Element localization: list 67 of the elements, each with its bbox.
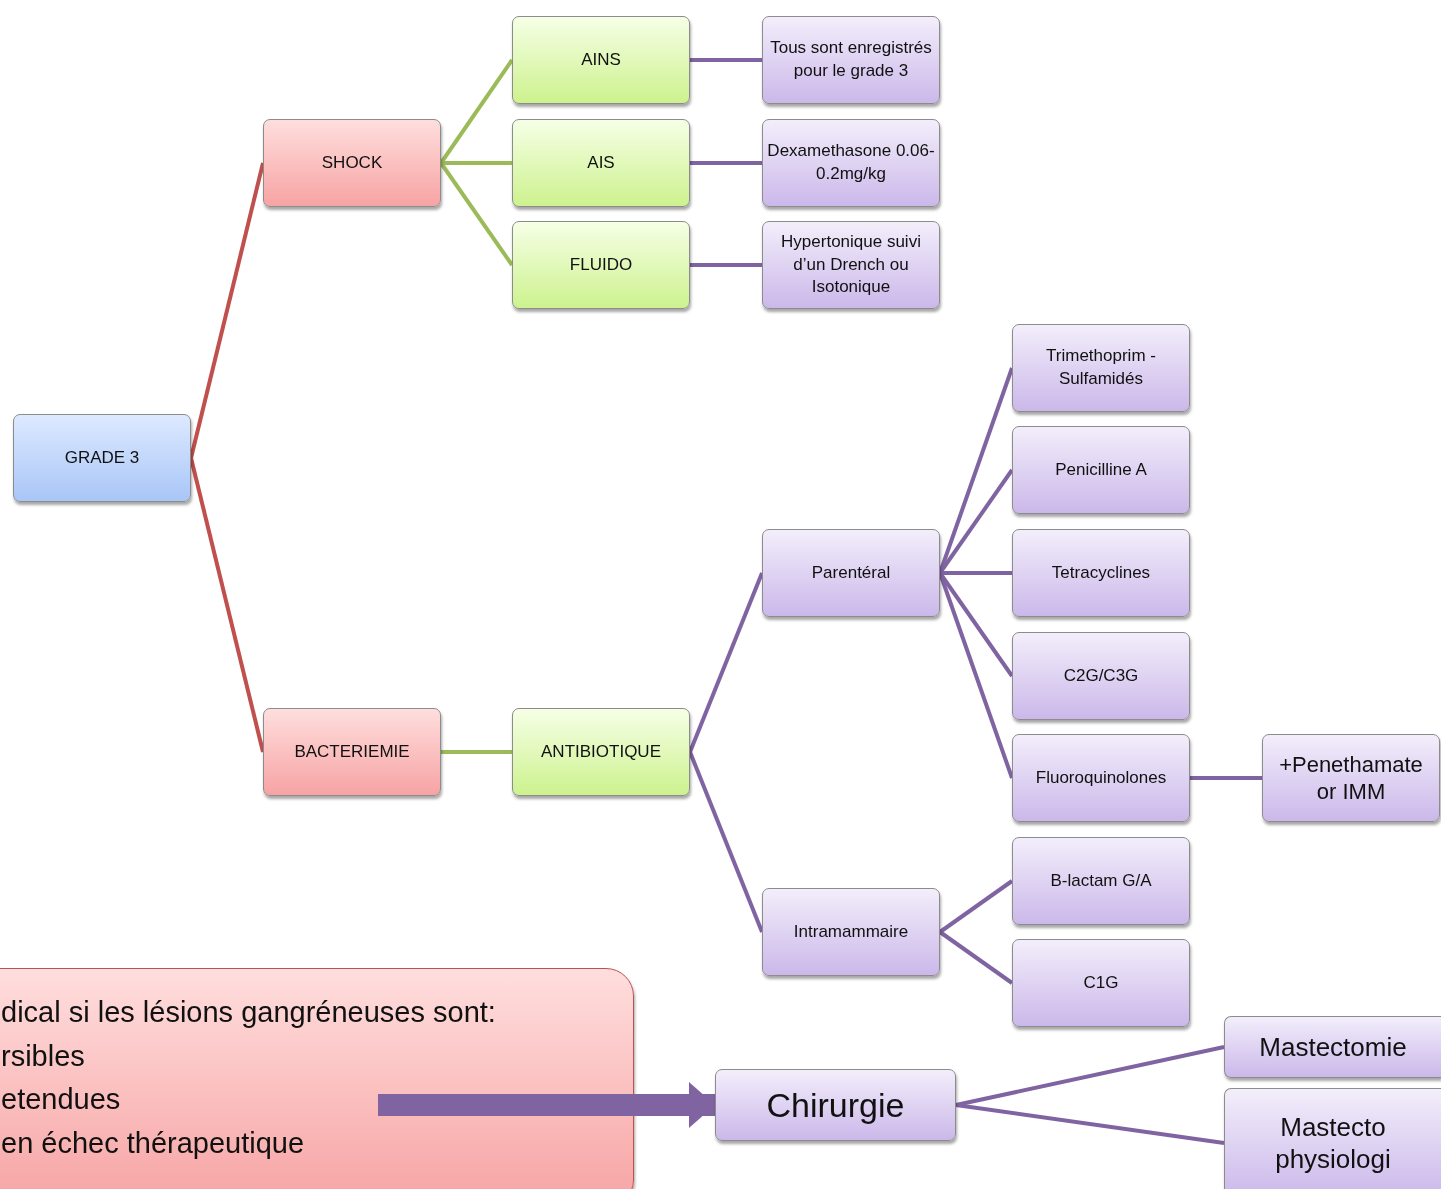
- process-box: [762, 888, 940, 976]
- process-box: [1012, 632, 1190, 720]
- node-label: Parentéral: [811, 561, 891, 584]
- connector-line: [189, 457, 265, 753]
- note-box: [0, 968, 634, 1189]
- node-label: BACTERIEMIE: [294, 740, 410, 763]
- connector-line: [1190, 776, 1262, 780]
- process-box: [263, 708, 441, 796]
- process-box: [512, 221, 690, 309]
- process-box: [512, 708, 690, 796]
- connector-line: [938, 930, 1014, 985]
- node-label: Mastectomie: [1259, 1030, 1407, 1064]
- node-label: Penicilline A: [1055, 458, 1147, 481]
- process-box: [1012, 734, 1190, 822]
- node-label: AINS: [581, 48, 621, 71]
- process-box: [263, 119, 441, 207]
- node-label: GRADE 3: [64, 446, 140, 469]
- connector-line: [955, 1045, 1225, 1107]
- connector-line: [690, 263, 762, 267]
- process-box: [762, 221, 940, 309]
- connector-line: [189, 162, 265, 459]
- connector-line: [441, 161, 512, 165]
- node-label: C2G/C3G: [1063, 664, 1139, 687]
- connector-line: [940, 571, 1012, 575]
- note-text: rsibles: [1, 1038, 85, 1074]
- node-label: Intramammaire: [793, 920, 909, 943]
- connector-line: [955, 1103, 1225, 1145]
- process-box: [1262, 734, 1440, 822]
- process-box: [1012, 324, 1190, 412]
- node-label: Mastecto physiologi: [1274, 1110, 1392, 1176]
- connector-line: [690, 161, 762, 165]
- arrow: [378, 1082, 715, 1128]
- node-label: FLUIDO: [569, 253, 633, 276]
- process-box: [762, 119, 940, 207]
- node-label: AIS: [587, 151, 615, 174]
- process-box: [1012, 837, 1190, 925]
- node-label: Trimethoprim - Sulfamidés: [1045, 345, 1157, 390]
- node-label: Hypertonique suivi d’un Drench ou Isotonique: [780, 230, 922, 299]
- node-label: Tous sont enregistrés pour le grade 3: [769, 37, 933, 82]
- connector-line: [441, 750, 512, 754]
- node-label: Fluoroquinolones: [1035, 766, 1167, 789]
- node-label: Chirurgie: [766, 1084, 905, 1126]
- note-text: dical si les lésions gangréneuses sont:: [1, 995, 496, 1030]
- connector-line: [938, 879, 1014, 934]
- node-label: Tetracyclines: [1051, 561, 1151, 584]
- node-label: +Penethamate or IMM: [1278, 750, 1424, 806]
- node-label: Dexamethasone 0.06-0.2mg/kg: [767, 140, 935, 185]
- process-box: [762, 529, 940, 617]
- node-label: ANTIBIOTIQUE: [541, 740, 661, 763]
- node-label: SHOCK: [321, 151, 383, 174]
- node-label: C1G: [1083, 971, 1119, 994]
- process-box: [715, 1069, 956, 1141]
- connector-line: [688, 572, 764, 753]
- note-text: etendues: [1, 1082, 121, 1117]
- node-label: B-lactam G/A: [1050, 869, 1152, 892]
- connector-line: [688, 751, 764, 933]
- process-box: [1012, 939, 1190, 1027]
- process-box: [512, 16, 690, 104]
- process-box: [1224, 1016, 1441, 1078]
- process-box: [1012, 426, 1190, 514]
- process-box: [762, 16, 940, 104]
- process-box: [1224, 1088, 1441, 1189]
- process-box: [1012, 529, 1190, 617]
- connector-line: [690, 58, 762, 62]
- process-box: [13, 414, 191, 502]
- process-box: [512, 119, 690, 207]
- note-text: en échec thérapeutique: [1, 1125, 305, 1161]
